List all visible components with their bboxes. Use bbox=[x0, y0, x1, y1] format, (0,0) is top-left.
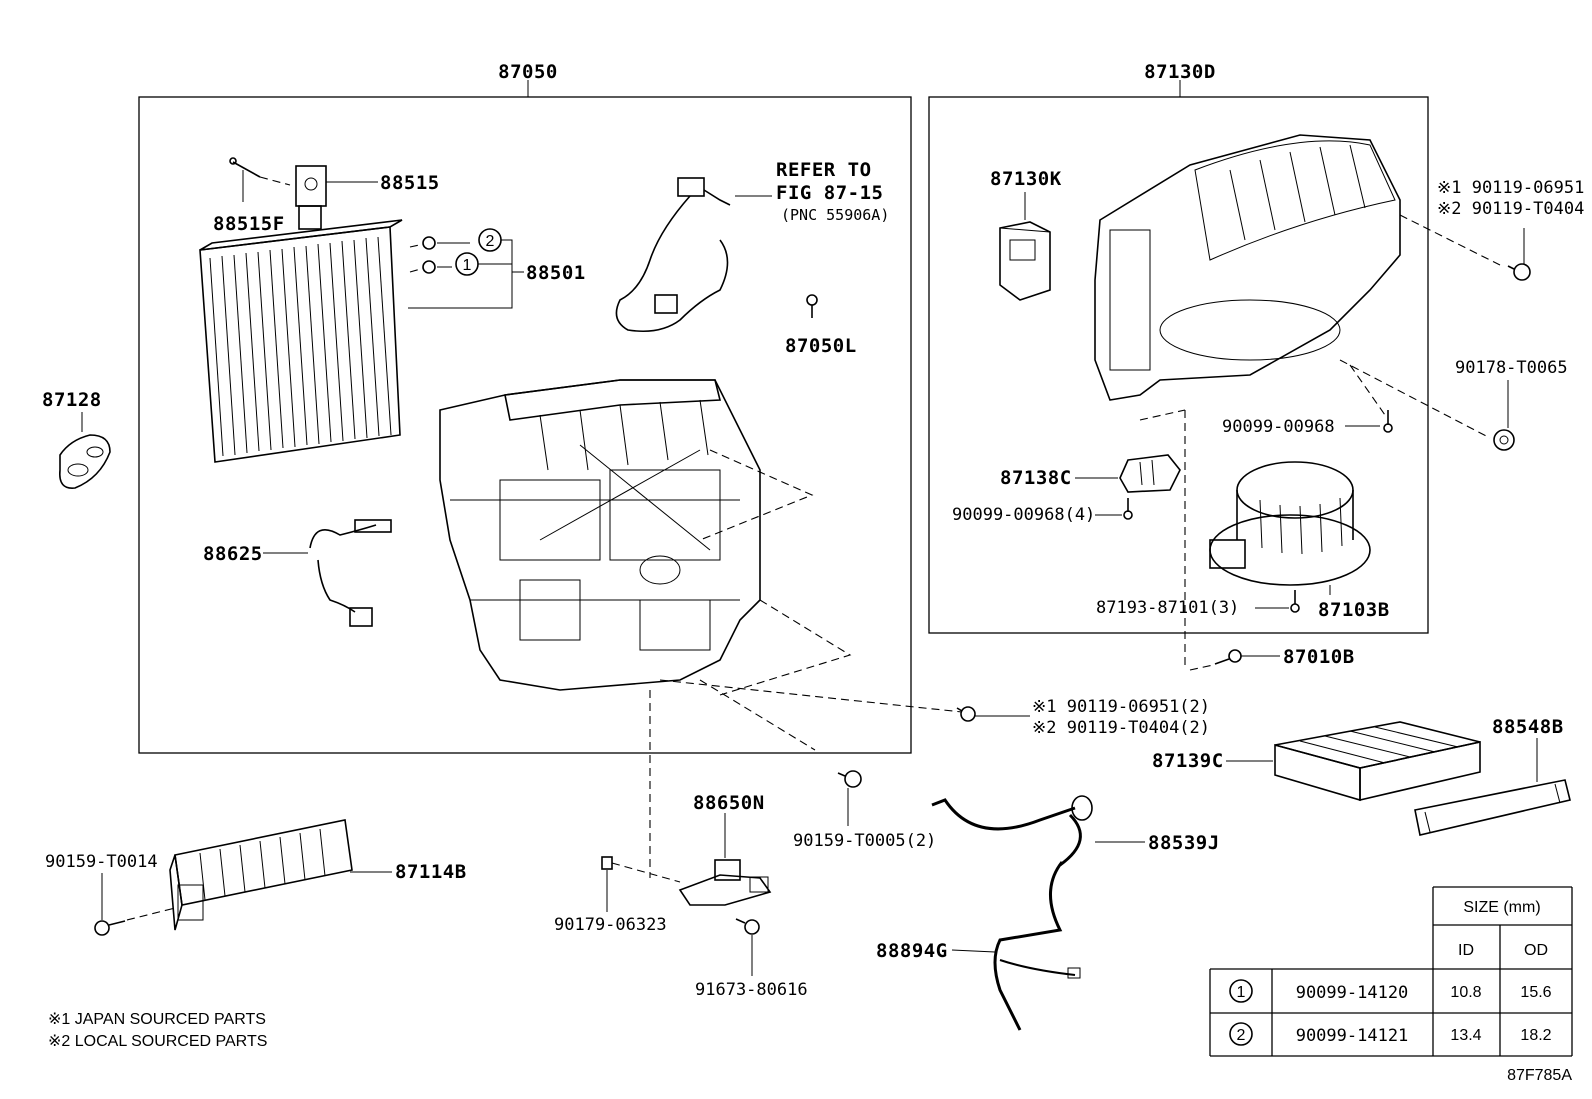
table-row-1-od: 15.6 bbox=[1520, 984, 1551, 1001]
clip-90179-icon bbox=[601, 856, 681, 883]
table-row-2-key: 2 bbox=[1237, 1027, 1246, 1044]
refer-text-3: (PNC 55906A) bbox=[781, 206, 889, 224]
footnote-japan: ※1 JAPAN SOURCED PARTS bbox=[48, 1011, 266, 1028]
screw-90119-right-icon bbox=[1507, 263, 1531, 281]
label-88539J: 88539J bbox=[1148, 832, 1220, 854]
screw-90159-T0014-icon bbox=[94, 907, 176, 936]
screw-87193-icon bbox=[1290, 590, 1300, 613]
table-row-2-id: 13.4 bbox=[1450, 1027, 1481, 1044]
wire-harness-icon bbox=[615, 177, 731, 333]
size-table bbox=[1209, 886, 1573, 1057]
label-87193: 87193-87101(3) bbox=[1096, 598, 1239, 618]
refer-text-2: FIG 87-15 bbox=[776, 182, 883, 204]
screw-90119-center-icon bbox=[956, 706, 976, 722]
blower-housing-icon bbox=[1094, 134, 1401, 401]
label-87130K: 87130K bbox=[990, 168, 1062, 190]
expansion-valve-icon bbox=[295, 165, 327, 230]
servo-87130K-icon bbox=[999, 221, 1051, 301]
seal-87128-icon bbox=[58, 434, 111, 489]
label-87050L: 87050L bbox=[785, 335, 857, 357]
label-90159-T0014: 90159-T0014 bbox=[45, 852, 158, 872]
bolt-87010B-icon bbox=[1189, 649, 1242, 671]
label-87103B: 87103B bbox=[1318, 599, 1390, 621]
refer-text-1: REFER TO bbox=[776, 159, 872, 181]
label-90119-b-1: ※1 90119-06951(2) bbox=[1032, 697, 1210, 717]
label-90119-a-2: ※2 90119-T0404 bbox=[1437, 199, 1584, 219]
label-90159-T0005: 90159-T0005(2) bbox=[793, 831, 936, 851]
bolt-88515F-icon bbox=[229, 157, 291, 186]
label-87139C: 87139C bbox=[1152, 750, 1224, 772]
label-87128: 87128 bbox=[42, 389, 102, 411]
right-assembly-label: 87130D bbox=[1144, 61, 1216, 83]
table-row-1-key: 1 bbox=[1237, 984, 1246, 1001]
label-88894G: 88894G bbox=[876, 940, 948, 962]
label-88625: 88625 bbox=[203, 543, 263, 565]
resistor-87138C-icon bbox=[1119, 454, 1181, 493]
harness-88894G-icon bbox=[993, 861, 1081, 1031]
screw-90099-00968-4-icon bbox=[1123, 498, 1133, 520]
table-key-2-icon bbox=[1229, 1022, 1253, 1046]
washer-90178-icon bbox=[1493, 429, 1515, 451]
table-row-2-part: 90099-14121 bbox=[1296, 1026, 1409, 1046]
callout-1: 1 bbox=[463, 257, 472, 274]
evaporator-core-icon bbox=[199, 219, 403, 463]
label-88515: 88515 bbox=[380, 172, 440, 194]
table-row-1-id: 10.8 bbox=[1450, 984, 1481, 1001]
screw-90099-00968-icon bbox=[1383, 410, 1393, 433]
screw-87050L-icon bbox=[806, 294, 818, 318]
screw-90159-T0005-icon bbox=[837, 770, 862, 788]
sensor-88625-icon bbox=[309, 519, 392, 627]
cabin-filter-icon bbox=[1274, 721, 1481, 802]
label-90179: 90179-06323 bbox=[554, 915, 667, 935]
heater-core-icon bbox=[169, 819, 353, 931]
label-88501: 88501 bbox=[526, 262, 586, 284]
right-assembly-box bbox=[928, 96, 1429, 634]
blower-motor-icon bbox=[1209, 461, 1371, 586]
label-90119-b-2: ※2 90119-T0404(2) bbox=[1032, 718, 1210, 738]
size-table-col-id: ID bbox=[1458, 942, 1474, 959]
label-91673: 91673-80616 bbox=[695, 980, 808, 1000]
o-rings-icon bbox=[409, 236, 436, 274]
left-assembly-label: 87050 bbox=[498, 61, 558, 83]
label-88515F: 88515F bbox=[213, 213, 285, 235]
figure-code: 87F785A bbox=[1507, 1067, 1572, 1084]
bracket-88650N-icon bbox=[678, 859, 772, 906]
drain-hose-88539J-icon bbox=[931, 795, 1093, 867]
size-table-col-od: OD bbox=[1524, 942, 1548, 959]
footnote-local: ※2 LOCAL SOURCED PARTS bbox=[48, 1033, 267, 1050]
screw-91673-icon bbox=[735, 918, 760, 935]
left-assembly-box bbox=[138, 96, 912, 754]
label-88548B: 88548B bbox=[1492, 716, 1564, 738]
label-87138C: 87138C bbox=[1000, 467, 1072, 489]
table-key-1-icon bbox=[1229, 979, 1253, 1003]
label-90119-a-1: ※1 90119-06951 bbox=[1437, 178, 1584, 198]
label-87010B: 87010B bbox=[1283, 646, 1355, 668]
label-90178: 90178-T0065 bbox=[1455, 358, 1568, 378]
label-87114B: 87114B bbox=[395, 861, 467, 883]
callout-2: 2 bbox=[486, 233, 495, 250]
label-88650N: 88650N bbox=[693, 792, 765, 814]
hvac-housing-icon bbox=[439, 379, 761, 691]
table-row-2-od: 18.2 bbox=[1520, 1027, 1551, 1044]
filter-cover-icon bbox=[1414, 779, 1571, 836]
table-row-1-part: 90099-14120 bbox=[1296, 983, 1409, 1003]
label-90099-00968: 90099-00968 bbox=[1222, 417, 1335, 437]
size-table-header: SIZE (mm) bbox=[1463, 899, 1540, 916]
label-90099-00968-4: 90099-00968(4) bbox=[952, 505, 1095, 525]
